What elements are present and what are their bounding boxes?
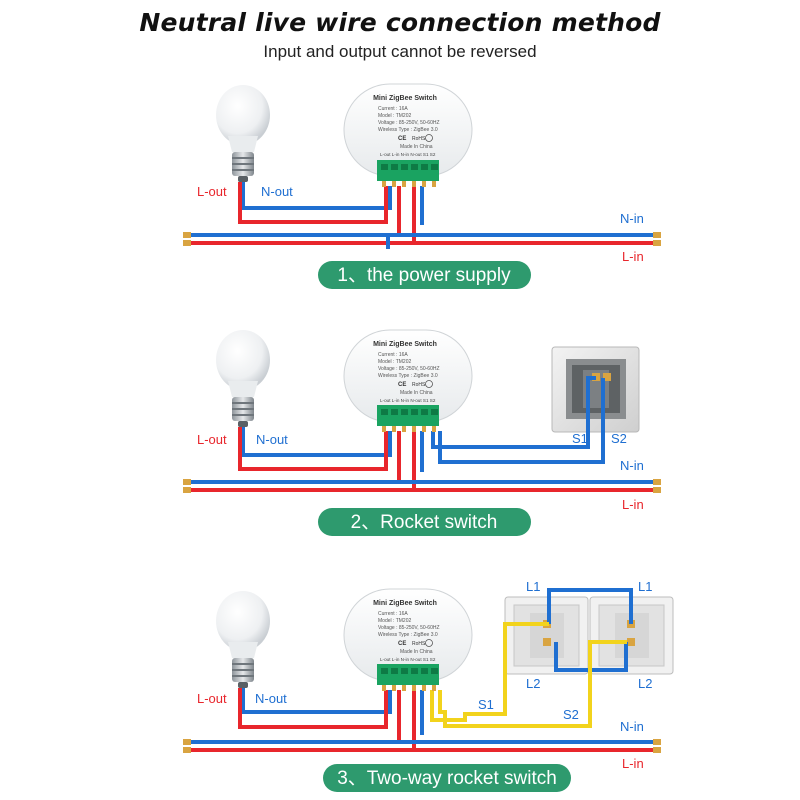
section-two-way-switch: Mini ZigBee Switch Current : 16A Model :… xyxy=(183,579,674,792)
l-out-label: L-out xyxy=(197,691,227,706)
module-terminal-labels: L-out L-in N-in N-out S1 S2 xyxy=(380,398,436,403)
l1-label-right: L1 xyxy=(638,579,652,594)
section-rocket-switch: Mini ZigBee Switch Current : 16A Model :… xyxy=(183,329,661,536)
ce-mark: CE xyxy=(398,641,406,647)
module-name: Mini ZigBee Switch xyxy=(373,95,437,102)
page-title: Neutral live wire connection method xyxy=(139,8,661,37)
terminal-block xyxy=(377,664,439,685)
section-power-supply: Mini ZigBee Switch Current : 16A Model :… xyxy=(183,83,661,289)
module-made-in: Made In China xyxy=(400,144,433,150)
module-name: Mini ZigBee Switch xyxy=(373,600,437,607)
l-in-label: L-in xyxy=(622,756,644,771)
module-current: Current : 16A xyxy=(378,352,408,358)
main-lines-section-2 xyxy=(183,479,661,493)
section-badge: 1、the power supply xyxy=(318,261,531,289)
l-in-label: L-in xyxy=(622,497,644,512)
module-current: Current : 16A xyxy=(378,611,408,617)
light-bulb xyxy=(216,330,270,427)
module-terminal-labels: L-out L-in N-in N-out S1 S2 xyxy=(380,657,436,662)
recycle-icon xyxy=(425,134,433,142)
two-way-switch-left xyxy=(504,596,589,675)
l-in-label: L-in xyxy=(622,249,644,264)
module-model: Model : TM202 xyxy=(378,618,411,624)
module-made-in: Made In China xyxy=(400,649,433,655)
light-bulb xyxy=(216,591,270,688)
main-lines-section-3 xyxy=(183,739,661,753)
module-model: Model : TM202 xyxy=(378,359,411,365)
rocker-wall-switch xyxy=(551,346,640,433)
l-out-label: L-out xyxy=(197,184,227,199)
module-wireless: Wireless Type : ZigBee 3.0 xyxy=(378,373,438,379)
module-voltage: Voltage : 85-250V, 50-60HZ xyxy=(378,120,440,126)
l2-label-right: L2 xyxy=(638,676,652,691)
ce-mark: CE xyxy=(398,382,406,388)
s1-label: S1 xyxy=(478,697,494,712)
module-wireless: Wireless Type : ZigBee 3.0 xyxy=(378,127,438,133)
recycle-icon xyxy=(425,639,433,647)
section-badge: 3、Two-way rocket switch xyxy=(323,764,571,792)
terminal-block xyxy=(377,405,439,426)
l1-label-left: L1 xyxy=(526,579,540,594)
light-bulb xyxy=(216,85,270,182)
module-terminal-labels: L-out L-in N-in N-out S1 S2 xyxy=(380,152,436,157)
module-voltage: Voltage : 85-250V, 50-60HZ xyxy=(378,366,440,372)
zigbee-module: Mini ZigBee Switch Current : 16A Model :… xyxy=(343,588,473,691)
n-out-label: N-out xyxy=(255,691,287,706)
recycle-icon xyxy=(425,380,433,388)
module-model: Model : TM202 xyxy=(378,113,411,119)
s2-label: S2 xyxy=(611,431,627,446)
s1-label: S1 xyxy=(572,431,588,446)
module-wireless: Wireless Type : ZigBee 3.0 xyxy=(378,632,438,638)
n-in-label: N-in xyxy=(620,458,644,473)
svg-text:3、Two-way rocket switch: 3、Two-way rocket switch xyxy=(337,768,557,789)
n-out-label: N-out xyxy=(256,432,288,447)
rohs-mark: RoHS xyxy=(412,641,426,647)
l-out-label: L-out xyxy=(197,432,227,447)
module-current: Current : 16A xyxy=(378,106,408,112)
module-voltage: Voltage : 85-250V, 50-60HZ xyxy=(378,625,440,631)
zigbee-module: Mini ZigBee Switch Current : 16A Model :… xyxy=(343,329,473,432)
l2-label-left: L2 xyxy=(526,676,540,691)
n-in-label: N-in xyxy=(620,719,644,734)
module-made-in: Made In China xyxy=(400,390,433,396)
zigbee-module: Mini ZigBee Switch Current : 16A Model :… xyxy=(343,83,473,187)
page-subtitle: Input and output cannot be reversed xyxy=(263,42,537,61)
svg-text:1、the power supply: 1、the power supply xyxy=(337,265,511,286)
svg-text:2、Rocket switch: 2、Rocket switch xyxy=(351,512,498,533)
module-name: Mini ZigBee Switch xyxy=(373,341,437,348)
n-out-label: N-out xyxy=(261,184,293,199)
section-badge: 2、Rocket switch xyxy=(318,508,531,536)
rohs-mark: RoHS xyxy=(412,136,426,142)
main-lines-section-1 xyxy=(183,232,661,249)
rohs-mark: RoHS xyxy=(412,382,426,388)
wires-section-1 xyxy=(238,182,424,244)
s2-label: S2 xyxy=(563,707,579,722)
ce-mark: CE xyxy=(398,136,406,142)
terminal-block xyxy=(377,160,439,181)
n-in-label: N-in xyxy=(620,211,644,226)
